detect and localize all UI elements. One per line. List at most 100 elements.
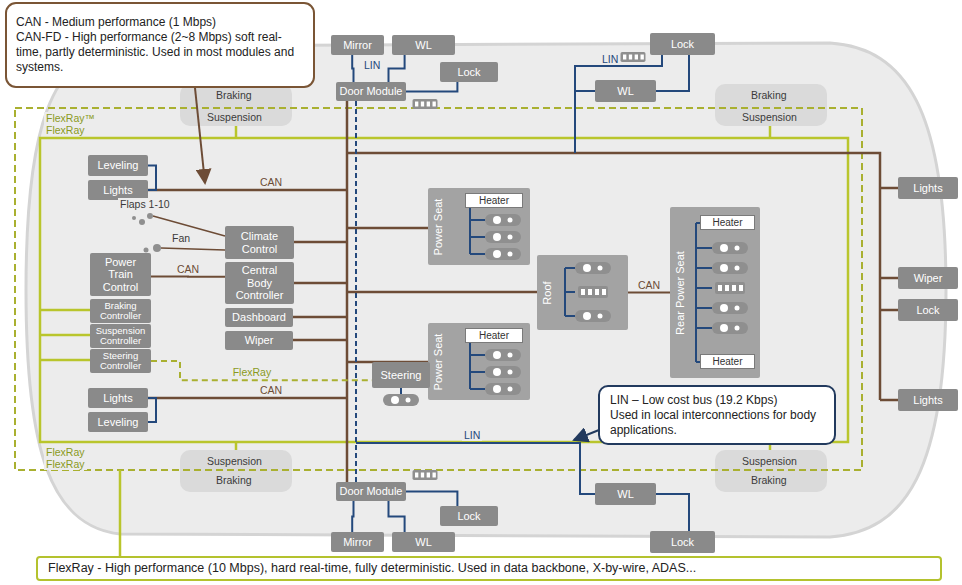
flap-fan-icon [139, 219, 145, 225]
bus-connector [656, 494, 689, 531]
actuator-icon [578, 286, 608, 298]
node-text: Dashboard [232, 311, 286, 324]
bus-label: FlexRay [44, 458, 87, 470]
node-text: WL [415, 39, 432, 52]
can-bus [880, 188, 898, 400]
ecu-box: Lock [440, 62, 498, 82]
connector-icon [413, 470, 438, 480]
bus-label: LIN [362, 59, 382, 71]
bus-label: CAN [258, 176, 284, 188]
node-text: WL [617, 85, 634, 98]
node-text: Lights [913, 182, 942, 195]
flexray-bus [119, 470, 122, 556]
wheel-label: Suspension [205, 455, 264, 467]
can-bus [347, 153, 880, 400]
seat-panel-wire [470, 343, 485, 389]
ecu-box: Door Module [336, 482, 406, 501]
wheel-label: Suspension [740, 111, 799, 123]
node-text: Climate Control [228, 230, 291, 255]
seat-panel-wire [470, 208, 485, 254]
bus-label: FlexRay™ [44, 112, 97, 124]
connector-icon [413, 99, 438, 109]
node-text: Leveling [98, 159, 139, 172]
seat-panel-wire [696, 223, 712, 362]
node-text: Wiper [914, 272, 943, 285]
bus-connector [406, 82, 457, 92]
bus-connector [352, 501, 353, 532]
lin-bus [400, 388, 402, 394]
node-text: Lock [457, 510, 480, 523]
ecu-box: Door Module [336, 82, 406, 101]
ecu-box: Mirror [331, 35, 384, 55]
ecu-box: Central Body Controller [225, 262, 294, 304]
bus-label: FlexRay [231, 366, 274, 378]
ecu-box: Steering [372, 362, 430, 388]
heater-box: Heater [700, 354, 755, 369]
connector-icon [621, 52, 646, 62]
actuator-icon [712, 242, 748, 254]
bus-label: FlexRay [44, 124, 87, 136]
heater-box: Heater [465, 328, 523, 343]
ecu-box: Lights [88, 180, 148, 200]
can-callout-arrow [195, 88, 205, 183]
actuator-icon [575, 262, 611, 274]
ecu-box: WL [595, 483, 656, 505]
seat-panel: Power SeatHeater [428, 323, 530, 400]
bus-connector [628, 292, 670, 294]
flap-fan-icon [153, 244, 161, 252]
node-text: Lock [671, 38, 694, 51]
ecu-box: Lights [88, 388, 148, 408]
lin-bus [575, 90, 595, 92]
node-text: Heater [712, 356, 742, 368]
can-bus [153, 216, 225, 250]
lin-bus [355, 101, 357, 482]
can-bus [148, 397, 347, 400]
seat-panel-wire [470, 208, 712, 389]
bus-connector [151, 276, 225, 278]
wheel-label: Suspension [205, 111, 264, 123]
flexray-bus-dashed [15, 108, 862, 470]
car-body [26, 43, 946, 537]
ecu-box: Dashboard [225, 308, 293, 327]
flap-fan-icon [144, 248, 149, 253]
actuator-icon [485, 248, 521, 260]
bus-connector [406, 492, 457, 507]
car-body [26, 43, 946, 537]
node-text: Lock [916, 304, 939, 317]
bus-connector [389, 55, 405, 82]
node-text: Heater [479, 330, 509, 342]
ecu-box: Lights [898, 177, 958, 199]
ecu-box: Power Train Control [90, 253, 151, 296]
actuator-icon [712, 322, 748, 334]
flexray-bus [40, 138, 848, 442]
flexray-bus [40, 310, 90, 360]
bus-label: Fan [170, 232, 192, 244]
node-text: Lights [103, 184, 132, 197]
bus-connector [151, 361, 372, 380]
ecu-box: Lights [898, 389, 958, 411]
actuator-icon [715, 282, 745, 294]
bus-connector [389, 501, 405, 532]
bus-label: CAN [258, 384, 284, 396]
can-callout-arrow [195, 88, 205, 183]
node-text: FlexRay - High performance (10 Mbps), ha… [48, 561, 696, 576]
ecu-box: Wiper [898, 267, 958, 289]
node-text: Lock [457, 66, 480, 79]
seat-panel: Rear Power SeatHeaterHeater [670, 207, 760, 378]
node-text: Rear Power Seat [674, 251, 687, 335]
actuator-icon [485, 214, 521, 226]
wheel-label: Braking [749, 474, 789, 486]
node-text: Mirror [343, 39, 372, 52]
node-text: Leveling [98, 416, 139, 429]
node-text: CAN-FD - High performance (2~8 Mbps) sof… [16, 30, 304, 75]
node-text: Steering Controller [93, 351, 148, 372]
bus-connector [656, 55, 689, 91]
actuator-icon [712, 262, 748, 274]
flap-fan-icon [132, 216, 136, 220]
ecu-box: Wiper [225, 331, 293, 350]
node-text: Braking Controller [93, 301, 148, 322]
node-text: WL [617, 488, 634, 501]
wheel [715, 84, 827, 126]
ecu-box: Lock [650, 33, 715, 55]
